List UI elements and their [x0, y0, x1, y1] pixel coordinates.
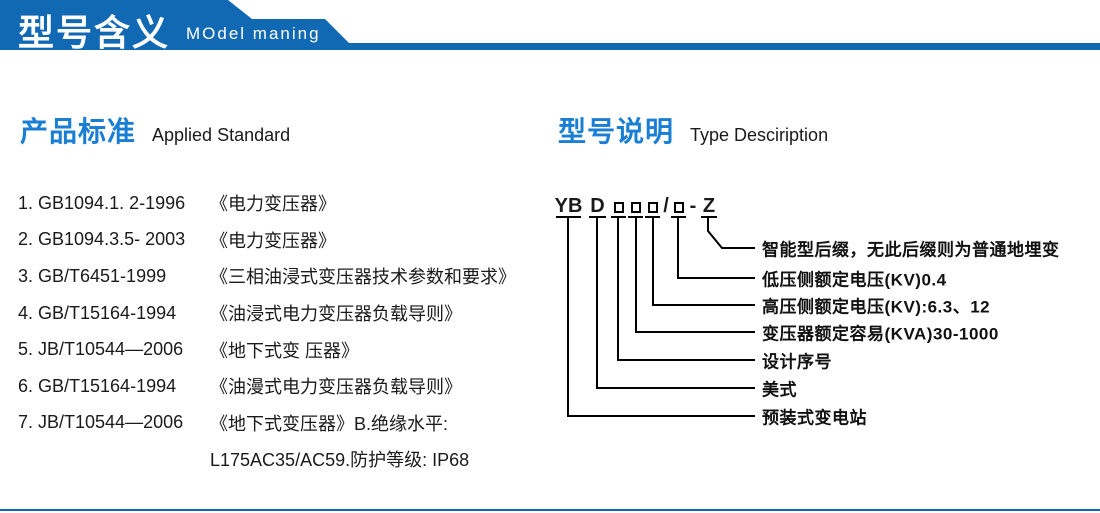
standard-title: 《油漫式电力变压器负载导则》: [210, 377, 462, 398]
diagram-label-hv-voltage: 高压侧额定电压(KV):6.3、12: [762, 297, 991, 317]
diagram-label-suffix: 智能型后缀，无此后缀则为普通地埋变: [762, 240, 1060, 260]
standard-title: 《电力变压器》: [210, 194, 336, 215]
standard-title: 《地下式变压器》B.绝缘水平:: [210, 413, 449, 434]
standard-title: L175AC35/AC59.防护等级: IP68: [210, 450, 470, 471]
standard-row: 3. GB/T6451-1999 《三相油浸式变压器技术参数和要求》: [18, 258, 548, 295]
square-placeholder-icon: [673, 202, 684, 213]
standard-row-continuation: L175AC35/AC59.防护等级: IP68: [18, 441, 548, 478]
page-subtitle: MOdel maning: [186, 24, 321, 43]
standard-code: 6. GB/T15164-1994: [18, 375, 177, 396]
standard-row: 6. GB/T15164-1994 《油漫式电力变压器负载导则》: [18, 368, 548, 405]
square-placeholder-icon: [647, 202, 658, 213]
model-code-prefix: YB: [554, 195, 583, 218]
standards-section-heading: 产品标准 Applied Standard: [20, 110, 290, 150]
standard-title: 《油浸式电力变压器负载导则》: [210, 304, 462, 325]
standard-title: 《地下式变 压器》: [210, 340, 360, 361]
diagram-label-capacity: 变压器额定容易(KVA)30-1000: [762, 324, 999, 344]
model-code-square-4: [671, 194, 686, 218]
diagram-label-design-serial: 设计序号: [762, 352, 832, 372]
standard-code: 5. JB/T10544—2006: [18, 339, 184, 360]
standard-code: 3. GB/T6451-1999: [18, 265, 167, 286]
standard-row: 1. GB1094.1. 2-1996 《电力变压器》: [18, 185, 548, 222]
standard-code: 4. GB/T15164-1994: [18, 302, 177, 323]
banner-shape: [0, 0, 1100, 50]
diagram-label-american-style: 美式: [762, 380, 797, 400]
standard-row: 4. GB/T15164-1994 《油浸式电力变压器负载导则》: [18, 295, 548, 332]
model-code-slash: /: [663, 195, 669, 217]
type-heading-en: Type Desciription: [690, 125, 829, 145]
diagram-label-lv-voltage: 低压侧额定电压(KV)0.4: [762, 270, 947, 290]
standard-title: 《电力变压器》: [210, 230, 336, 251]
square-placeholder-icon: [630, 202, 641, 213]
header-banner: 型号含义 MOdel maning: [0, 0, 1100, 53]
standard-row: 2. GB1094.3.5- 2003 《电力变压器》: [18, 222, 548, 259]
standards-list: 1. GB1094.1. 2-1996 《电力变压器》 2. GB1094.3.…: [18, 185, 548, 478]
type-heading-cn: 型号说明: [558, 116, 675, 147]
standard-row: 5. JB/T10544—2006 《地下式变 压器》: [18, 331, 548, 368]
model-code-square-2: [628, 194, 643, 218]
standard-code: 2. GB1094.3.5- 2003: [18, 229, 186, 250]
standard-code: 7. JB/T10544—2006: [18, 412, 184, 433]
model-code-style: D: [589, 195, 606, 218]
page-title: 型号含义: [18, 12, 171, 53]
model-code-dash: -: [689, 195, 697, 217]
standards-heading-cn: 产品标准: [20, 116, 137, 147]
standard-row: 7. JB/T10544—2006 《地下式变压器》B.绝缘水平:: [18, 405, 548, 442]
model-code-square-1: [611, 194, 626, 218]
standard-title: 《三相油浸式变压器技术参数和要求》: [210, 267, 516, 288]
standards-heading-en: Applied Standard: [152, 125, 291, 145]
bottom-divider: [0, 509, 1100, 511]
model-code-square-3: [645, 194, 660, 218]
diagram-label-prefab-substation: 预装式变电站: [762, 408, 867, 428]
standard-code: 1. GB1094.1. 2-1996: [18, 192, 186, 213]
model-code-suffix: Z: [701, 195, 717, 218]
type-section-heading: 型号说明 Type Desciription: [558, 110, 828, 150]
square-placeholder-icon: [613, 202, 624, 213]
